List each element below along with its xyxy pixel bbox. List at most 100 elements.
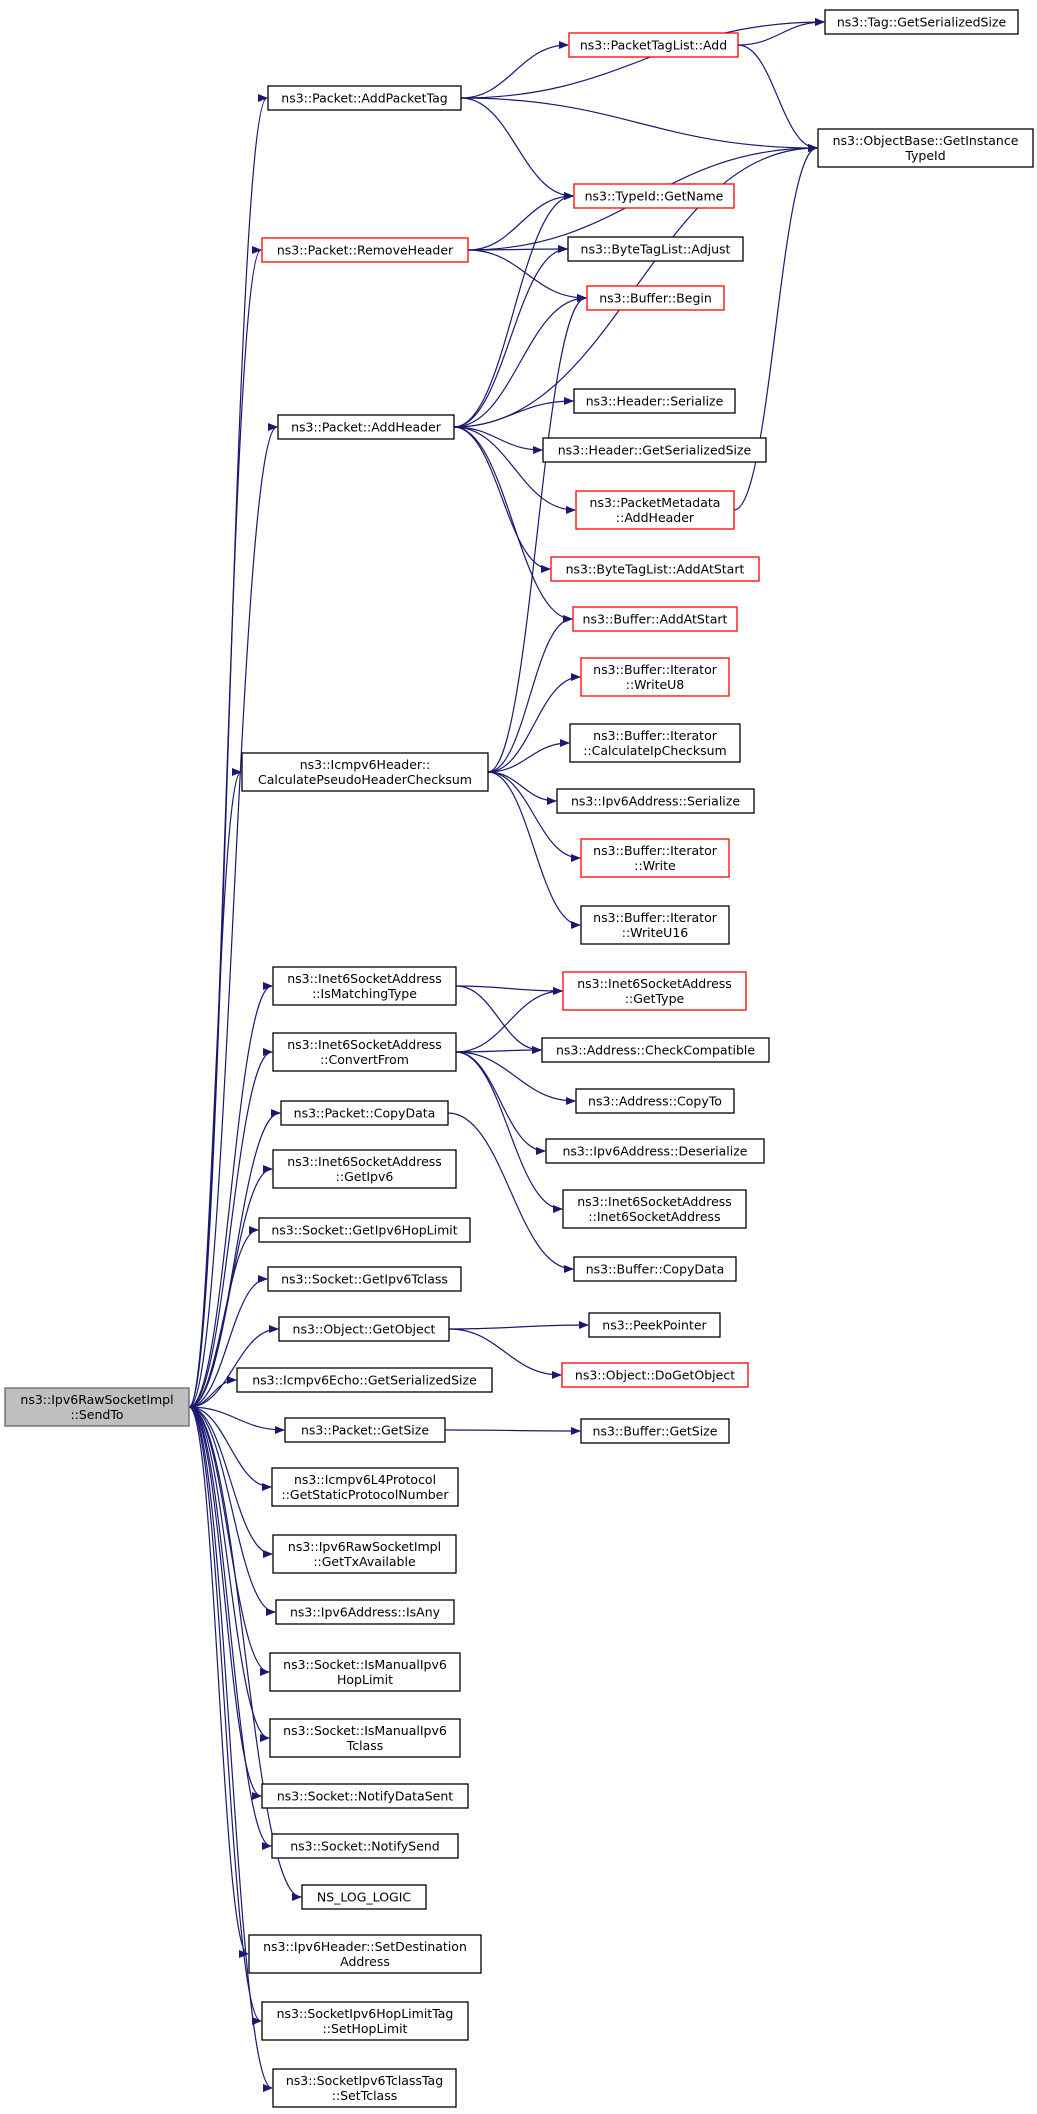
- node-label-set-hop-limit: ns3::SocketIpv6HopLimitTag: [277, 2006, 454, 2021]
- node-set-hop-limit[interactable]: ns3::SocketIpv6HopLimitTag::SetHopLimit: [261, 2001, 469, 2041]
- edge-get-object-to-do-get-object: [448, 1328, 562, 1379]
- node-label-iter-write-u16: ns3::Buffer::Iterator: [593, 910, 718, 925]
- node-box-buffer-get-size: [580, 1418, 730, 1444]
- edge-root-to-set-tclass: [188, 1406, 273, 2092]
- node-get-tclass[interactable]: ns3::Socket::GetIpv6Tclass: [267, 1266, 462, 1292]
- edge-calc-pseudo-to-iter-write-u16: [487, 771, 581, 929]
- edge-calc-pseudo-to-iter-write-u8: [487, 673, 581, 773]
- node-calc-pseudo[interactable]: ns3::Icmpv6Header::CalculatePseudoHeader…: [241, 752, 489, 792]
- node-box-set-hop-limit: [261, 2001, 469, 2041]
- node-box-tx-available: [272, 1534, 457, 1574]
- node-inet6-get-type[interactable]: ns3::Inet6SocketAddress::GetType: [562, 971, 747, 1011]
- node-is-any[interactable]: ns3::Ipv6Address::IsAny: [275, 1599, 455, 1625]
- edge-add-header-to-byte-tag-adjust: [453, 245, 568, 428]
- node-copy-data[interactable]: ns3::Packet::CopyData: [280, 1100, 449, 1126]
- node-ns-log-logic[interactable]: NS_LOG_LOGIC: [301, 1884, 427, 1910]
- edge-root-to-static-protocol: [188, 1406, 272, 1491]
- node-get-hop-limit[interactable]: ns3::Socket::GetIpv6HopLimit: [258, 1217, 471, 1243]
- node-label-copy-data: ns3::Packet::CopyData: [294, 1106, 436, 1121]
- node-label-is-any: ns3::Ipv6Address::IsAny: [290, 1605, 441, 1620]
- node-box-ns-log-logic: [301, 1884, 427, 1910]
- node-get-object[interactable]: ns3::Object::GetObject: [278, 1316, 450, 1342]
- edge-remove-header-to-buffer-begin: [467, 249, 587, 302]
- node-do-get-object[interactable]: ns3::Object::DoGetObject: [561, 1362, 749, 1388]
- node-label-iter-write-u16: ::WriteU16: [622, 925, 689, 940]
- node-remove-header[interactable]: ns3::Packet::RemoveHeader: [261, 237, 469, 263]
- node-label-ns-log-logic: NS_LOG_LOGIC: [317, 1890, 412, 1905]
- node-box-do-get-object: [561, 1362, 749, 1388]
- node-inet6-ctor[interactable]: ns3::Inet6SocketAddress::Inet6SocketAddr…: [562, 1189, 747, 1229]
- node-label-header-serialized-size: ns3::Header::GetSerializedSize: [558, 443, 752, 458]
- node-tx-available[interactable]: ns3::Ipv6RawSocketImpl::GetTxAvailable: [272, 1534, 457, 1574]
- node-iter-write-u16[interactable]: ns3::Buffer::Iterator::WriteU16: [580, 905, 730, 945]
- node-iter-write-u8[interactable]: ns3::Buffer::Iterator::WriteU8: [580, 657, 730, 697]
- node-label-get-tclass: ns3::Socket::GetIpv6Tclass: [281, 1272, 448, 1287]
- node-box-byte-tag-adjust: [567, 236, 744, 262]
- node-static-protocol[interactable]: ns3::Icmpv6L4Protocol::GetStaticProtocol…: [271, 1467, 459, 1507]
- edge-convert-from-to-address-copy-to: [455, 1051, 576, 1105]
- node-label-iter-checksum: ::CalculateIpChecksum: [583, 743, 727, 758]
- node-label-ipv6-serialize: ns3::Ipv6Address::Serialize: [571, 794, 740, 809]
- node-box-buffer-add-at-start: [572, 606, 738, 632]
- node-packet-get-size[interactable]: ns3::Packet::GetSize: [284, 1417, 446, 1443]
- edge-calc-pseudo-to-iter-checksum: [487, 739, 570, 773]
- node-peek-pointer[interactable]: ns3::PeekPointer: [588, 1312, 721, 1338]
- node-tag-list-add[interactable]: ns3::PacketTagList::Add: [568, 32, 739, 58]
- node-label-get-ipv6: ns3::Inet6SocketAddress: [287, 1154, 442, 1169]
- edge-calc-pseudo-to-buffer-add-at-start: [487, 615, 573, 773]
- edge-root-to-echo-serialized-size: [188, 1376, 237, 1408]
- edge-add-packet-tag-to-tag-list-add: [460, 41, 569, 99]
- node-byte-tag-add-at-start[interactable]: ns3::ByteTagList::AddAtStart: [550, 556, 760, 582]
- node-box-static-protocol: [271, 1467, 459, 1507]
- node-label-set-destination: Address: [340, 1954, 390, 1969]
- node-box-iter-write-u16: [580, 905, 730, 945]
- edge-layer: [188, 18, 825, 2092]
- node-box-iter-write-u8: [580, 657, 730, 697]
- node-tag-serialized-size[interactable]: ns3::Tag::GetSerializedSize: [824, 9, 1019, 35]
- node-label-manual-hop: ns3::Socket::IsManualIpv6: [283, 1657, 447, 1672]
- node-box-manual-tclass: [269, 1718, 461, 1758]
- node-typeid-get-name[interactable]: ns3::TypeId::GetName: [573, 183, 735, 209]
- node-address-copy-to[interactable]: ns3::Address::CopyTo: [575, 1088, 735, 1114]
- node-box-echo-serialized-size: [236, 1367, 493, 1393]
- edge-copy-data-to-buffer-copy-data: [447, 1112, 574, 1273]
- node-header-serialized-size[interactable]: ns3::Header::GetSerializedSize: [542, 437, 767, 463]
- node-get-ipv6[interactable]: ns3::Inet6SocketAddress::GetIpv6: [272, 1149, 457, 1189]
- node-set-tclass[interactable]: ns3::SocketIpv6TclassTag::SetTclass: [272, 2068, 457, 2108]
- node-label-iter-write: ::Write: [634, 858, 676, 873]
- node-iter-checksum[interactable]: ns3::Buffer::Iterator::CalculateIpChecks…: [569, 723, 741, 763]
- node-buffer-get-size[interactable]: ns3::Buffer::GetSize: [580, 1418, 730, 1444]
- node-root[interactable]: ns3::Ipv6RawSocketImpl::SendTo: [4, 1387, 190, 1427]
- node-check-compatible[interactable]: ns3::Address::CheckCompatible: [541, 1037, 770, 1063]
- node-ipv6-serialize[interactable]: ns3::Ipv6Address::Serialize: [556, 788, 755, 814]
- node-header-serialize[interactable]: ns3::Header::Serialize: [573, 388, 736, 414]
- node-label-tag-list-add: ns3::PacketTagList::Add: [580, 38, 727, 53]
- edge-convert-from-to-inet6-get-type: [455, 987, 563, 1053]
- node-box-iter-checksum: [569, 723, 741, 763]
- node-iter-write[interactable]: ns3::Buffer::Iterator::Write: [580, 838, 730, 878]
- node-byte-tag-adjust[interactable]: ns3::ByteTagList::Adjust: [567, 236, 744, 262]
- edge-root-to-get-hop-limit: [188, 1226, 259, 1408]
- node-is-matching-type[interactable]: ns3::Inet6SocketAddress::IsMatchingType: [272, 966, 457, 1006]
- node-notify-data-sent[interactable]: ns3::Socket::NotifyDataSent: [261, 1783, 469, 1809]
- node-label-tx-available: ::GetTxAvailable: [313, 1554, 416, 1569]
- node-echo-serialized-size[interactable]: ns3::Icmpv6Echo::GetSerializedSize: [236, 1367, 493, 1393]
- node-notify-send[interactable]: ns3::Socket::NotifySend: [271, 1833, 459, 1859]
- edge-root-to-is-matching-type: [188, 982, 273, 1408]
- node-convert-from[interactable]: ns3::Inet6SocketAddress::ConvertFrom: [272, 1032, 457, 1072]
- node-ipv6-deserialize[interactable]: ns3::Ipv6Address::Deserialize: [545, 1138, 765, 1164]
- node-metadata-add-header[interactable]: ns3::PacketMetadata::AddHeader: [575, 490, 735, 530]
- node-buffer-begin[interactable]: ns3::Buffer::Begin: [586, 285, 725, 311]
- node-buffer-copy-data[interactable]: ns3::Buffer::CopyData: [573, 1256, 737, 1282]
- node-label-add-header: ns3::Packet::AddHeader: [291, 420, 442, 435]
- node-add-packet-tag[interactable]: ns3::Packet::AddPacketTag: [267, 85, 462, 111]
- node-add-header[interactable]: ns3::Packet::AddHeader: [277, 414, 455, 440]
- node-label-do-get-object: ns3::Object::DoGetObject: [575, 1368, 735, 1383]
- edge-add-header-to-typeid-get-name: [453, 192, 574, 428]
- node-box-convert-from: [272, 1032, 457, 1072]
- node-buffer-add-at-start[interactable]: ns3::Buffer::AddAtStart: [572, 606, 738, 632]
